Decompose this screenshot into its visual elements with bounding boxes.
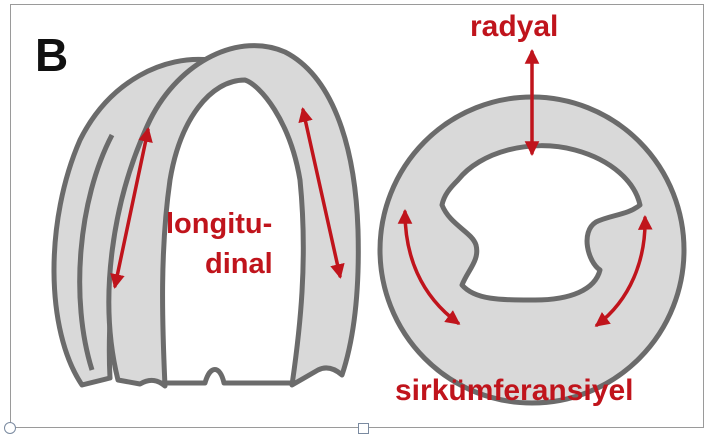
resize-handle-bottom-center[interactable]: [358, 423, 369, 434]
radial-label: radyal: [470, 10, 558, 44]
longitudinal-label-line2: dinal: [205, 248, 273, 281]
circumferential-label: sirkümferansiyel: [395, 374, 633, 408]
panel-letter: B: [35, 28, 68, 82]
resize-handle-bottom-left[interactable]: [4, 422, 16, 434]
longitudinal-label-line1: longitu-: [166, 208, 272, 241]
lv-base-notches: [160, 370, 292, 384]
